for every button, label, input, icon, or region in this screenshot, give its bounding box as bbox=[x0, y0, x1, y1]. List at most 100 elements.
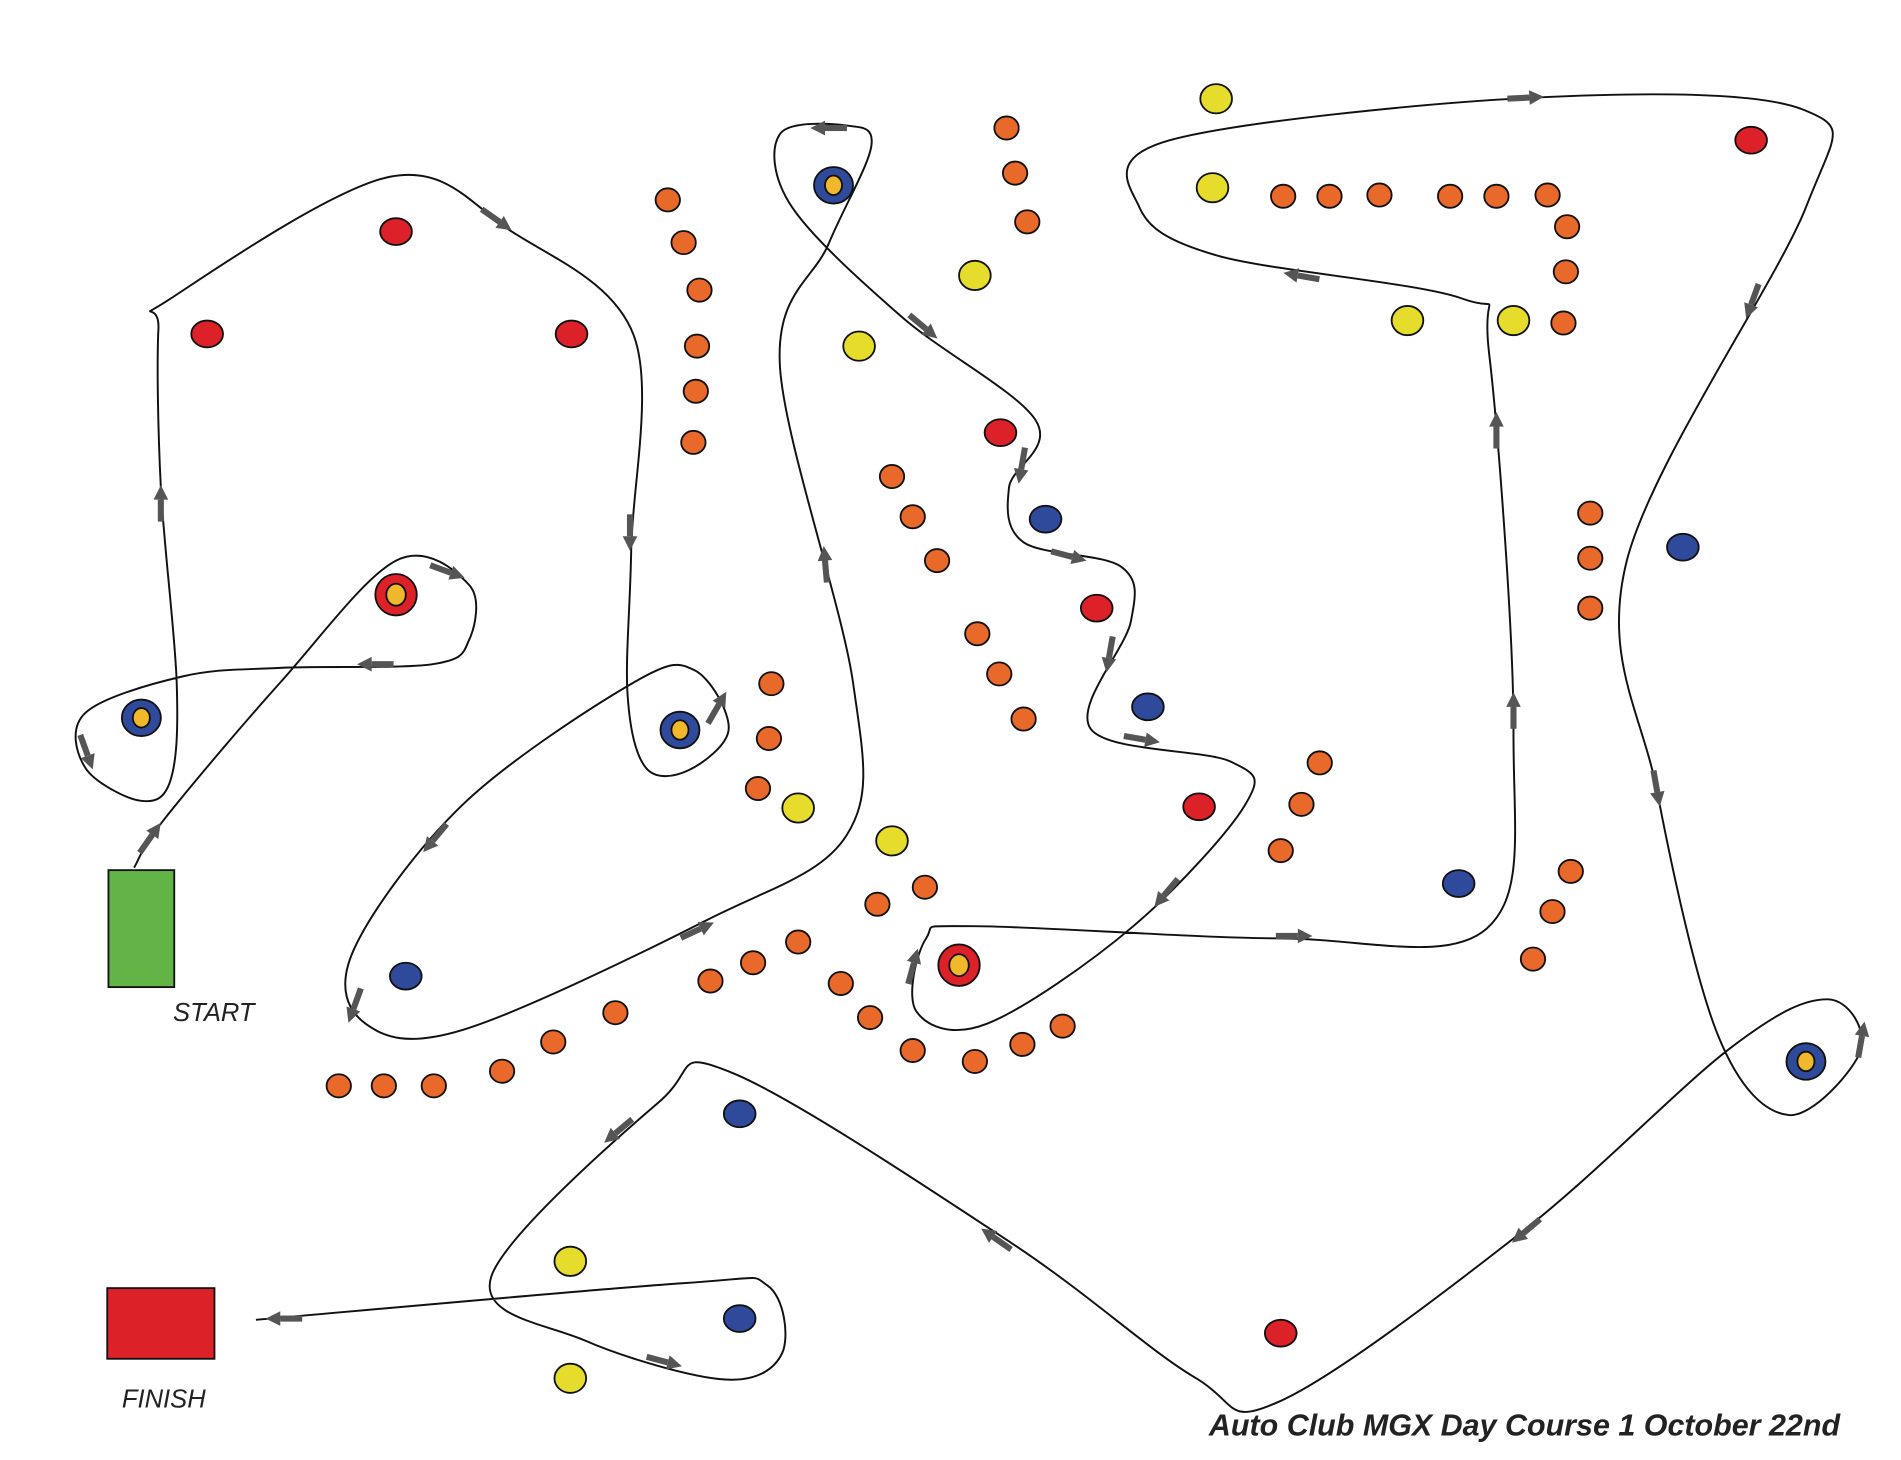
orange-cone bbox=[986, 661, 1013, 687]
orange-cone bbox=[325, 1073, 352, 1099]
cones bbox=[120, 83, 1827, 1394]
orange-cone bbox=[911, 874, 939, 900]
orange-cone bbox=[878, 464, 906, 490]
orange-cone bbox=[1306, 750, 1333, 776]
orange-cone bbox=[923, 548, 951, 574]
orange-cone bbox=[1577, 500, 1604, 526]
orange-cone bbox=[1534, 182, 1561, 208]
blue-cone bbox=[389, 961, 423, 991]
direction-arrow-icon bbox=[1854, 1021, 1870, 1058]
orange-cone bbox=[683, 333, 711, 359]
yellow-cone bbox=[958, 259, 992, 292]
orange-cone bbox=[1550, 310, 1577, 336]
direction-arrow-icon bbox=[1154, 876, 1181, 907]
blue-cone bbox=[1441, 869, 1476, 898]
direction-arrow-icon bbox=[1744, 283, 1762, 319]
orange-cone bbox=[682, 378, 709, 404]
red-cone bbox=[1734, 125, 1768, 155]
direction-arrow-icon bbox=[1512, 1216, 1542, 1243]
direction-arrow-icon bbox=[357, 656, 394, 672]
orange-cone bbox=[1437, 183, 1464, 209]
orange-cone bbox=[864, 891, 891, 917]
orange-cone bbox=[1557, 858, 1584, 884]
orange-cone bbox=[697, 968, 724, 994]
orange-cone bbox=[670, 230, 697, 256]
direction-arrow-icon bbox=[1283, 268, 1320, 283]
yellow-cone bbox=[1199, 83, 1233, 115]
direction-arrow-icon bbox=[137, 822, 161, 855]
orange-cone bbox=[540, 1029, 567, 1055]
direction-arrow-icon bbox=[645, 1353, 682, 1370]
orange-cone bbox=[899, 1037, 926, 1063]
red-cone bbox=[554, 319, 589, 349]
orange-cone bbox=[1001, 160, 1029, 186]
orange-cone bbox=[964, 621, 991, 647]
orange-cone bbox=[1014, 209, 1041, 235]
orange-cone bbox=[1316, 183, 1343, 209]
orange-cone bbox=[961, 1048, 988, 1074]
yellow-cone bbox=[553, 1362, 588, 1394]
red-cone bbox=[190, 319, 224, 349]
direction-arrow-icon bbox=[817, 546, 833, 583]
orange-cone bbox=[1552, 259, 1579, 285]
direction-arrow-icon bbox=[77, 733, 95, 770]
direction-arrow-icon bbox=[905, 948, 922, 985]
orange-cone bbox=[827, 970, 854, 996]
yellow-cone bbox=[1390, 305, 1425, 337]
yellow-cone bbox=[1496, 305, 1531, 337]
direction-arrow-icon bbox=[1123, 732, 1160, 747]
finish-label: FINISH bbox=[122, 1386, 206, 1414]
yellow-cone bbox=[842, 330, 876, 362]
blue-cone bbox=[1666, 532, 1700, 562]
orange-cone bbox=[1554, 214, 1581, 240]
blue-cone bbox=[722, 1099, 757, 1129]
red-cone bbox=[1263, 1318, 1298, 1348]
direction-arrow-icon bbox=[479, 206, 512, 231]
orange-cone bbox=[755, 726, 783, 752]
orange-cone bbox=[744, 776, 772, 801]
orange-cone bbox=[602, 1000, 629, 1026]
orange-cone bbox=[654, 187, 681, 213]
orange-cone bbox=[1577, 545, 1604, 571]
orange-cone bbox=[680, 429, 707, 455]
orange-cone bbox=[785, 929, 812, 955]
course-title: Auto Club MGX Day Course 1 October 22nd bbox=[1208, 1409, 1842, 1443]
orange-cone bbox=[1483, 183, 1510, 209]
direction-arrow-icon bbox=[1275, 928, 1313, 944]
direction-arrow-icon bbox=[1489, 411, 1504, 449]
orange-cone bbox=[1049, 1013, 1076, 1039]
direction-arrows bbox=[77, 90, 1870, 1370]
direction-arrow-icon bbox=[981, 1228, 1013, 1253]
orange-cone bbox=[993, 115, 1020, 141]
orange-cone bbox=[856, 1005, 884, 1031]
yellow-cone bbox=[1195, 172, 1230, 204]
start-label: START bbox=[173, 999, 257, 1027]
orange-cone bbox=[758, 671, 785, 697]
orange-cone bbox=[1539, 899, 1566, 925]
orange-cone bbox=[1366, 182, 1393, 208]
orange-cone bbox=[1288, 791, 1315, 817]
direction-arrow-icon bbox=[1506, 692, 1521, 729]
direction-arrow-icon bbox=[1050, 548, 1087, 565]
direction-arrow-icon bbox=[1101, 635, 1117, 673]
direction-arrow-icon bbox=[265, 1311, 303, 1326]
orange-cone bbox=[739, 950, 767, 976]
orange-cone bbox=[1577, 595, 1604, 621]
orange-cone bbox=[1267, 838, 1294, 864]
yellow-cone bbox=[781, 792, 815, 824]
start-box bbox=[107, 869, 176, 989]
orange-cone bbox=[1010, 706, 1037, 732]
finish-box bbox=[106, 1287, 216, 1360]
direction-arrow-icon bbox=[1507, 90, 1544, 105]
red-cone bbox=[1182, 792, 1216, 822]
direction-arrow-icon bbox=[622, 514, 638, 551]
direction-arrow-icon bbox=[705, 691, 727, 725]
orange-cone bbox=[370, 1073, 397, 1099]
orange-cone bbox=[1270, 183, 1297, 209]
red-cone bbox=[1079, 593, 1114, 623]
red-cone bbox=[983, 418, 1018, 447]
direction-arrow-icon bbox=[810, 120, 847, 136]
blue-cone bbox=[1028, 504, 1063, 534]
course-line bbox=[74, 93, 1864, 1413]
